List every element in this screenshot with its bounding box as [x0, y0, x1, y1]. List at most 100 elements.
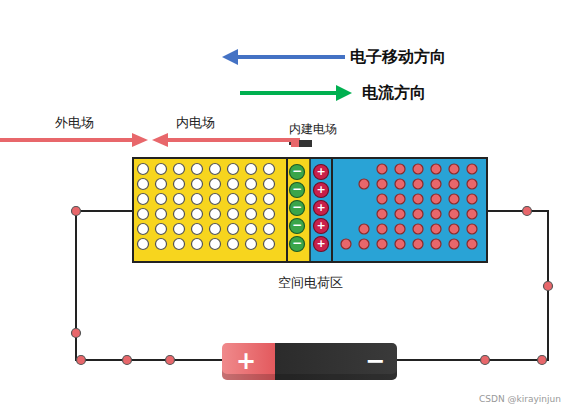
ion-sign: − — [292, 183, 302, 196]
ion-sign: + — [316, 184, 325, 196]
hole — [210, 164, 221, 175]
electron — [467, 239, 477, 249]
hole — [138, 239, 149, 250]
wire-dot — [123, 356, 132, 365]
hole — [210, 239, 221, 250]
electron — [431, 194, 441, 204]
ion-sign: + — [316, 220, 325, 232]
hole — [156, 224, 167, 235]
hole — [138, 224, 149, 235]
hole — [246, 209, 257, 220]
hole — [192, 179, 203, 190]
hole — [174, 239, 185, 250]
field-label: 外电场 — [55, 116, 94, 130]
negative-ion — [290, 237, 305, 252]
electron — [413, 194, 423, 204]
electron — [449, 164, 459, 174]
hole — [228, 239, 239, 250]
electron — [395, 209, 405, 219]
carriers — [138, 164, 478, 250]
electron — [449, 224, 459, 234]
electron — [449, 239, 459, 249]
electron — [467, 179, 477, 189]
hole — [138, 209, 149, 220]
ion-sign: − — [292, 219, 302, 232]
hole — [156, 239, 167, 250]
positive-ion — [314, 219, 329, 234]
electron — [413, 239, 423, 249]
electron — [359, 224, 369, 234]
electron-direction-arrow — [222, 49, 345, 65]
hole — [174, 209, 185, 220]
hole — [174, 164, 185, 175]
p-region — [133, 158, 310, 262]
electron — [377, 179, 387, 189]
negative-ion — [290, 219, 305, 234]
hole — [264, 164, 275, 175]
hole — [138, 179, 149, 190]
hole — [156, 209, 167, 220]
hole — [264, 209, 275, 220]
electron — [341, 239, 351, 249]
wire-dot — [544, 282, 553, 291]
hole — [246, 179, 257, 190]
hole — [228, 224, 239, 235]
hole — [192, 224, 203, 235]
hole — [228, 209, 239, 220]
negative-ion — [290, 201, 305, 216]
ion-sign: + — [316, 166, 325, 178]
electron — [377, 224, 387, 234]
wire-dot — [166, 356, 175, 365]
ion-sign: + — [316, 202, 325, 214]
positive-ion — [314, 165, 329, 180]
electron — [413, 179, 423, 189]
electron — [431, 224, 441, 234]
electron — [395, 239, 405, 249]
hole — [210, 179, 221, 190]
electron — [449, 194, 459, 204]
hole — [192, 209, 203, 220]
pn-block-outline — [133, 158, 487, 262]
electron — [377, 209, 387, 219]
hole — [174, 194, 185, 205]
electron — [413, 224, 423, 234]
electron — [467, 164, 477, 174]
wire-dot — [77, 356, 86, 365]
hole — [246, 194, 257, 205]
depletion-outline — [287, 158, 332, 262]
electron — [395, 194, 405, 204]
wire-dot — [481, 356, 490, 365]
electron — [377, 164, 387, 174]
hole — [228, 179, 239, 190]
ion-sign: + — [316, 238, 325, 250]
positive-ion — [314, 201, 329, 216]
electron — [431, 239, 441, 249]
watermark: CSDN @kirayinjun — [479, 395, 561, 405]
internal-field-arrow — [152, 133, 300, 147]
electron — [413, 209, 423, 219]
field-label: 内电场 — [176, 116, 215, 130]
hole — [174, 179, 185, 190]
negative-ion — [290, 183, 305, 198]
hole — [138, 194, 149, 205]
electron — [431, 164, 441, 174]
ion-sign: − — [292, 237, 302, 250]
hole — [192, 239, 203, 250]
hole — [210, 209, 221, 220]
ions — [290, 165, 329, 252]
hole — [156, 194, 167, 205]
hole — [264, 194, 275, 205]
hole — [210, 194, 221, 205]
electron — [395, 224, 405, 234]
current-direction-arrow — [240, 85, 352, 101]
hole — [264, 224, 275, 235]
positive-ion — [314, 237, 329, 252]
field-label: 内建电场 — [289, 123, 337, 136]
junction-line — [309, 158, 311, 262]
hole — [246, 224, 257, 235]
electron — [431, 209, 441, 219]
external-field-arrow — [0, 133, 148, 147]
electron — [377, 239, 387, 249]
battery-body: +− — [222, 343, 397, 380]
